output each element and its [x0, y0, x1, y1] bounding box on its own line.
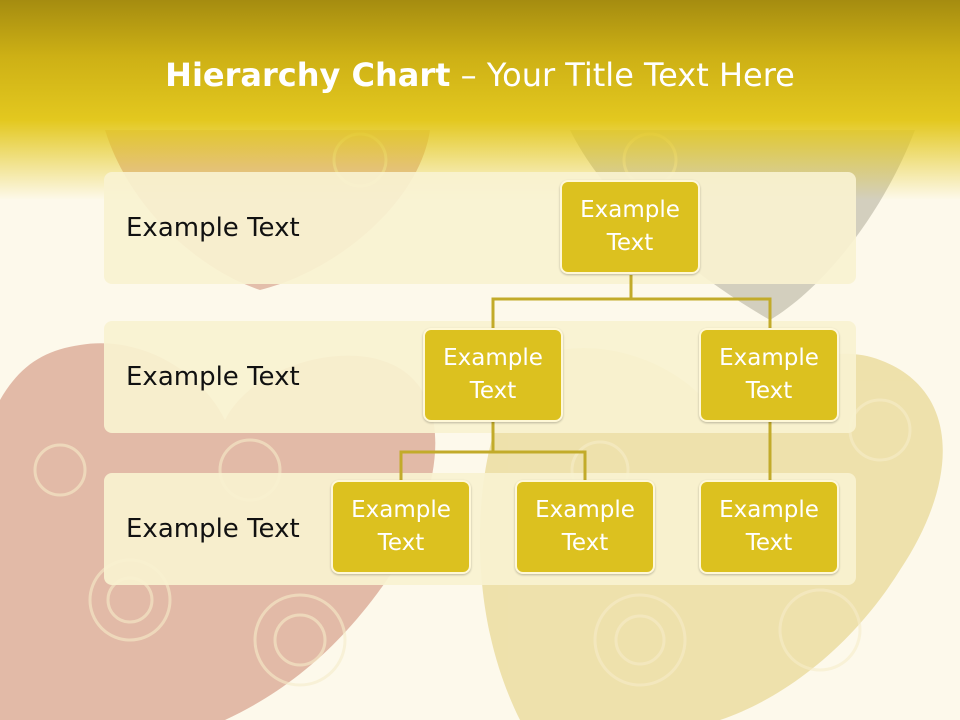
connector-root-right: [631, 297, 772, 330]
node-root[interactable]: Example Text: [560, 180, 700, 274]
node-level3-a[interactable]: Example Text: [331, 480, 471, 574]
node-level3-c[interactable]: Example Text: [699, 480, 839, 574]
slide-title: Hierarchy Chart – Your Title Text Here: [0, 56, 960, 94]
level-label-2: Example Text: [126, 362, 300, 392]
title-rest: Your Title Text Here: [486, 56, 795, 94]
level-label-3: Example Text: [126, 514, 300, 544]
connector-left-children: [399, 422, 495, 482]
level-label-1: Example Text: [126, 213, 300, 243]
title-bold: Hierarchy Chart: [165, 56, 451, 94]
level-band-1: [104, 172, 856, 284]
title-dash: –: [450, 56, 487, 94]
node-level2-right[interactable]: Example Text: [699, 328, 839, 422]
header-banner: [0, 0, 960, 200]
node-level3-b[interactable]: Example Text: [515, 480, 655, 574]
node-level2-left[interactable]: Example Text: [423, 328, 563, 422]
connector-left-b: [493, 450, 587, 482]
connector-root-children: [491, 275, 633, 330]
